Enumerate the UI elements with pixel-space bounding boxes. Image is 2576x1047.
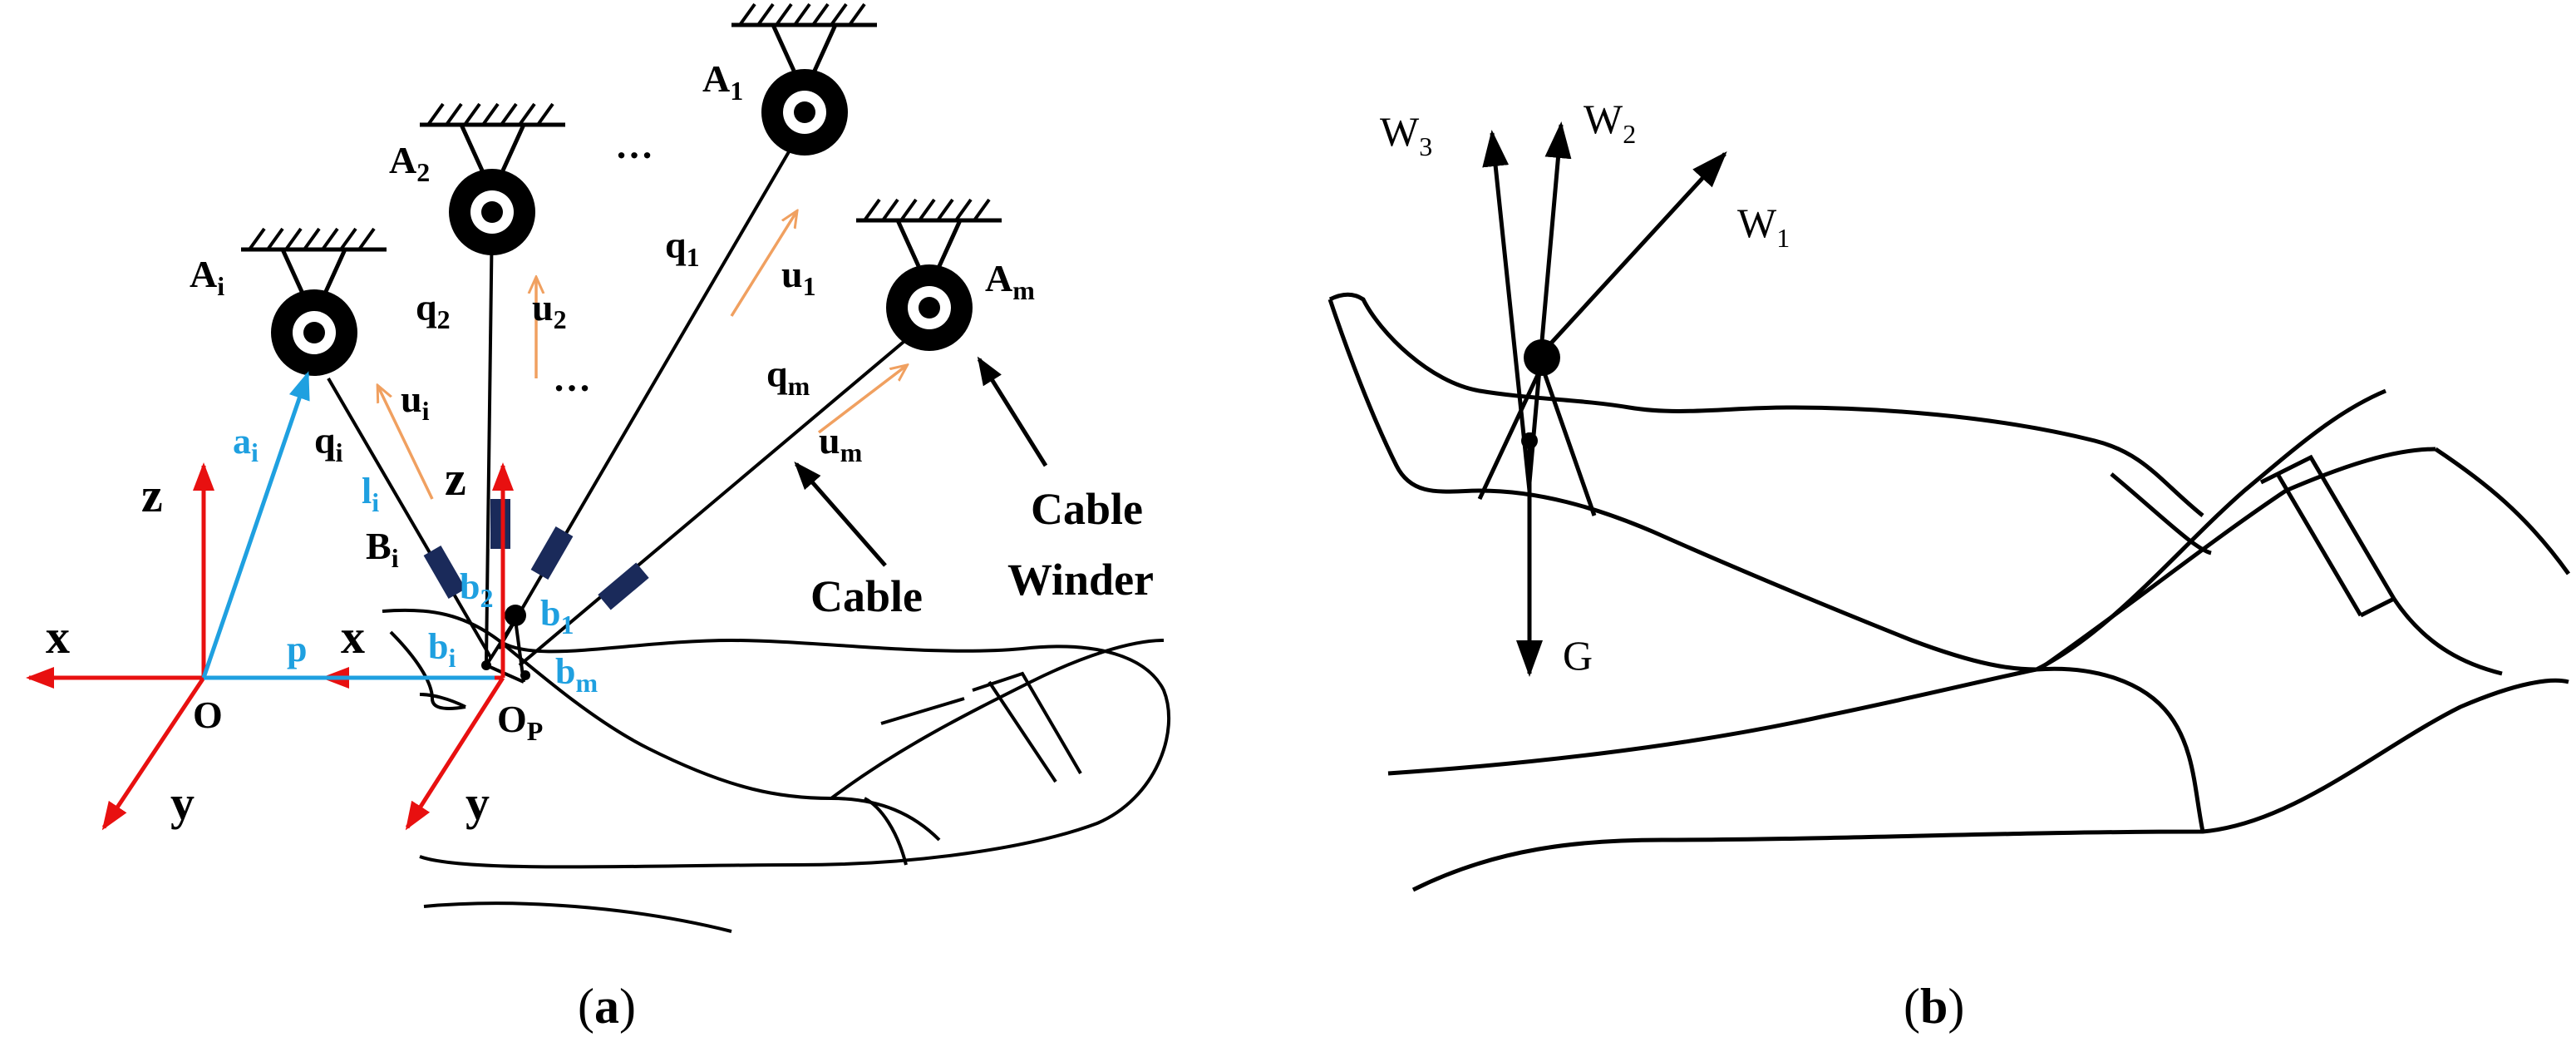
force-w2-arrow xyxy=(1527,121,1572,483)
force-line-left xyxy=(1477,364,1544,501)
label-frame-o-z: z xyxy=(141,468,163,522)
label-q-m: qm xyxy=(766,353,810,401)
frame-p-y-axis xyxy=(405,676,505,831)
leg-outline-b xyxy=(1327,292,2571,892)
label-origin-o: O xyxy=(193,694,223,736)
force-application-point xyxy=(1524,339,1560,376)
frame-o-y-axis xyxy=(101,676,206,831)
cable-pointer-arrow xyxy=(794,461,887,567)
force-line-right xyxy=(1539,365,1597,516)
ceiling-supports xyxy=(241,2,1002,297)
force-diagram xyxy=(1477,121,1727,677)
support-a2 xyxy=(420,102,565,172)
caption-b: (b) xyxy=(1904,979,1964,1034)
actuator-i xyxy=(423,546,466,599)
label-anchor-i: Ai xyxy=(190,253,224,301)
label-q-1: q1 xyxy=(665,224,700,272)
winder-pointer-arrow xyxy=(977,356,1048,467)
platform-center-dot xyxy=(505,605,526,626)
panel-a: Ai A2 A1 Am … … qi q2 q1 qm ui u2 u1 um … xyxy=(26,2,1171,1034)
support-ai xyxy=(241,227,387,297)
cable-i xyxy=(327,377,492,659)
pulley-am xyxy=(886,264,973,351)
ellipsis-top: … xyxy=(615,124,653,166)
pulleys xyxy=(271,69,973,376)
label-b-i: bi xyxy=(428,626,456,673)
label-b-1: b1 xyxy=(540,593,574,640)
label-a-i: ai xyxy=(233,421,259,467)
cable-m xyxy=(518,319,931,667)
label-b-2: b2 xyxy=(460,566,493,613)
label-b-m: bm xyxy=(555,651,598,698)
label-u-m: um xyxy=(819,419,863,467)
actuator-2 xyxy=(490,499,510,549)
label-w1: W1 xyxy=(1737,200,1790,253)
cable-2 xyxy=(485,214,494,662)
ellipsis-mid: … xyxy=(553,357,591,399)
unit-vector-arrows xyxy=(378,212,906,500)
label-origin-p: OP xyxy=(497,698,543,746)
label-w2: W2 xyxy=(1584,96,1636,149)
actuator-1 xyxy=(530,526,574,580)
label-l-i: li xyxy=(362,471,379,517)
label-frame-o-x: x xyxy=(46,610,70,664)
label-cable: Cable xyxy=(810,571,923,621)
label-anchor-1: A1 xyxy=(702,57,743,106)
label-anchor-2: A2 xyxy=(389,139,430,187)
frame-o-axes xyxy=(26,462,214,831)
force-w1-arrow xyxy=(1536,151,1727,359)
pulley-a1 xyxy=(761,69,848,156)
leg-outline-a xyxy=(382,608,1171,933)
label-u-1: u1 xyxy=(781,253,816,301)
label-w3: W3 xyxy=(1380,108,1432,161)
label-anchor-m: Am xyxy=(985,257,1035,305)
label-frame-p-y: y xyxy=(465,776,490,830)
label-u-i: ui xyxy=(401,378,430,426)
label-q-2: q2 xyxy=(416,286,451,334)
label-B-i: Bi xyxy=(366,525,399,573)
pulley-a2 xyxy=(449,169,535,255)
label-winder-line1: Cable xyxy=(1031,484,1143,534)
panel-b: W3 W2 W1 G (b) xyxy=(1327,96,2571,1034)
label-g: G xyxy=(1563,632,1593,679)
label-q-i: qi xyxy=(314,419,343,467)
force-w3-arrow xyxy=(1482,130,1532,491)
pulley-ai xyxy=(271,289,357,376)
vector-a-i xyxy=(201,371,310,679)
center-of-gravity-dot xyxy=(1521,432,1538,449)
caption-a: (a) xyxy=(578,979,636,1034)
label-u-2: u2 xyxy=(532,286,567,334)
support-am xyxy=(856,198,1002,268)
actuator-m xyxy=(598,562,649,610)
blue-vectors xyxy=(201,371,495,680)
label-frame-p-z: z xyxy=(445,452,466,506)
label-frame-o-y: y xyxy=(170,776,195,830)
support-a1 xyxy=(731,2,877,72)
actuators xyxy=(423,499,649,610)
label-p: p xyxy=(287,629,307,669)
label-winder-line2: Winder xyxy=(1007,555,1154,605)
label-frame-p-x: x xyxy=(341,610,365,664)
